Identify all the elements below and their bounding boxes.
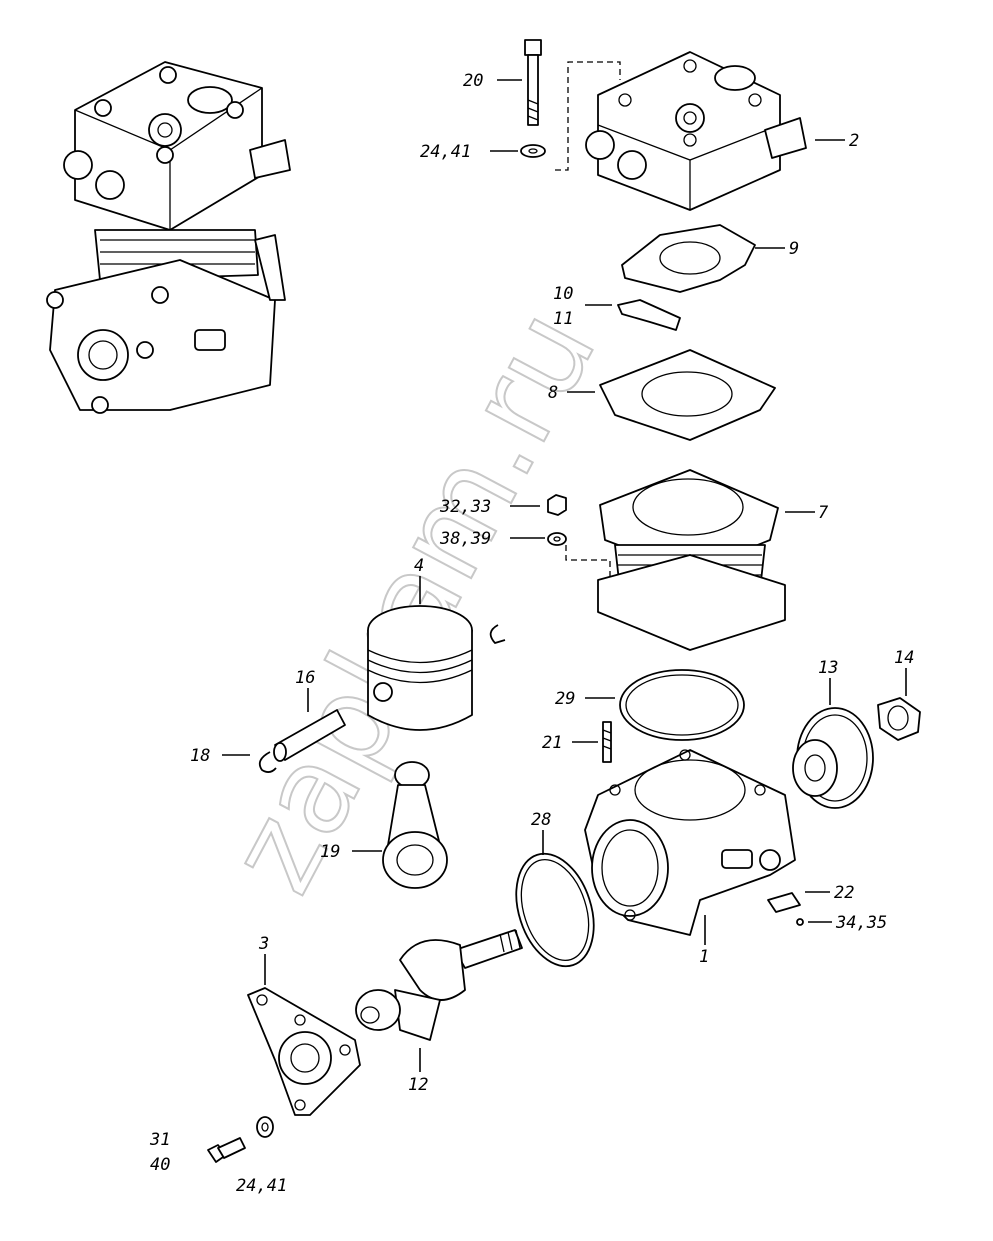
bracket-dashed xyxy=(555,61,621,171)
part-18-circlip xyxy=(258,751,277,773)
label-21: 21 xyxy=(542,733,562,753)
part-8-gasket xyxy=(599,349,776,441)
part-29-o-ring xyxy=(619,669,745,741)
part-28-o-ring xyxy=(515,852,595,968)
label-10: 10 xyxy=(553,284,573,304)
label-20: 20 xyxy=(463,71,483,91)
label-31: 31 xyxy=(149,1130,170,1150)
label-7: 7 xyxy=(818,503,829,523)
label-34-35: 34,35 xyxy=(835,913,887,933)
part-9-gasket-hole xyxy=(659,241,721,275)
assembled-compressor xyxy=(46,61,291,414)
part-28-o-ring-inner xyxy=(520,858,590,962)
circlip-piston xyxy=(489,624,506,644)
part-14-nut-hole xyxy=(887,705,909,731)
part-21-thread xyxy=(602,729,612,750)
bracket-dashed-2 xyxy=(565,545,611,580)
part-22-plate xyxy=(767,892,801,913)
label-18: 18 xyxy=(190,746,210,766)
label-4: 4 xyxy=(414,556,424,576)
label-32-33: 32,33 xyxy=(439,497,491,517)
part-labels: 20 24,41 2 9 10 11 8 32,33 38,39 7 4 16 … xyxy=(149,71,914,1196)
part-19-connecting-rod xyxy=(382,761,448,889)
label-28: 28 xyxy=(531,810,551,830)
part-4-piston xyxy=(367,605,473,731)
label-22: 22 xyxy=(834,883,854,903)
label-11: 11 xyxy=(553,309,573,329)
part-13-gear xyxy=(792,707,874,809)
label-2: 2 xyxy=(849,131,859,151)
part-7-cylinder xyxy=(597,469,786,651)
part-8-gasket-hole xyxy=(641,371,733,417)
part-38-39-washer xyxy=(547,532,567,546)
part-24-41-washer-top xyxy=(520,144,546,158)
label-12: 12 xyxy=(408,1075,428,1095)
label-40: 40 xyxy=(150,1155,170,1175)
part-20-bolt xyxy=(524,39,542,126)
label-14: 14 xyxy=(894,648,914,668)
part-9-gasket xyxy=(621,224,756,293)
part-29-o-ring-inner xyxy=(625,674,739,736)
part-31-40-bolt xyxy=(207,1137,246,1163)
label-3: 3 xyxy=(258,934,269,954)
part-16-pin-end xyxy=(273,742,287,762)
label-19: 19 xyxy=(320,842,340,862)
part-1-crankcase xyxy=(584,749,796,936)
label-16: 16 xyxy=(295,668,315,688)
leader-lines xyxy=(222,79,907,1072)
label-38-39: 38,39 xyxy=(439,529,491,549)
part-34-35-rivet xyxy=(796,918,804,926)
label-9: 9 xyxy=(789,239,799,259)
part-14-nut xyxy=(877,697,921,741)
part-21-stud xyxy=(602,721,612,763)
label-8: 8 xyxy=(548,383,558,403)
label-13: 13 xyxy=(818,658,838,678)
part-12-crankshaft xyxy=(355,929,523,1041)
part-32-33-nut xyxy=(547,494,567,516)
label-24-41-top: 24,41 xyxy=(420,142,471,162)
label-24-41-bottom: 24,41 xyxy=(236,1176,287,1196)
label-29: 29 xyxy=(555,689,575,709)
part-24-41-washer-bottom xyxy=(256,1116,274,1138)
part-3-cover xyxy=(247,987,361,1116)
label-1: 1 xyxy=(699,947,709,967)
part-2-cylinder-head xyxy=(585,51,807,211)
part-10-11-valve xyxy=(617,299,681,331)
